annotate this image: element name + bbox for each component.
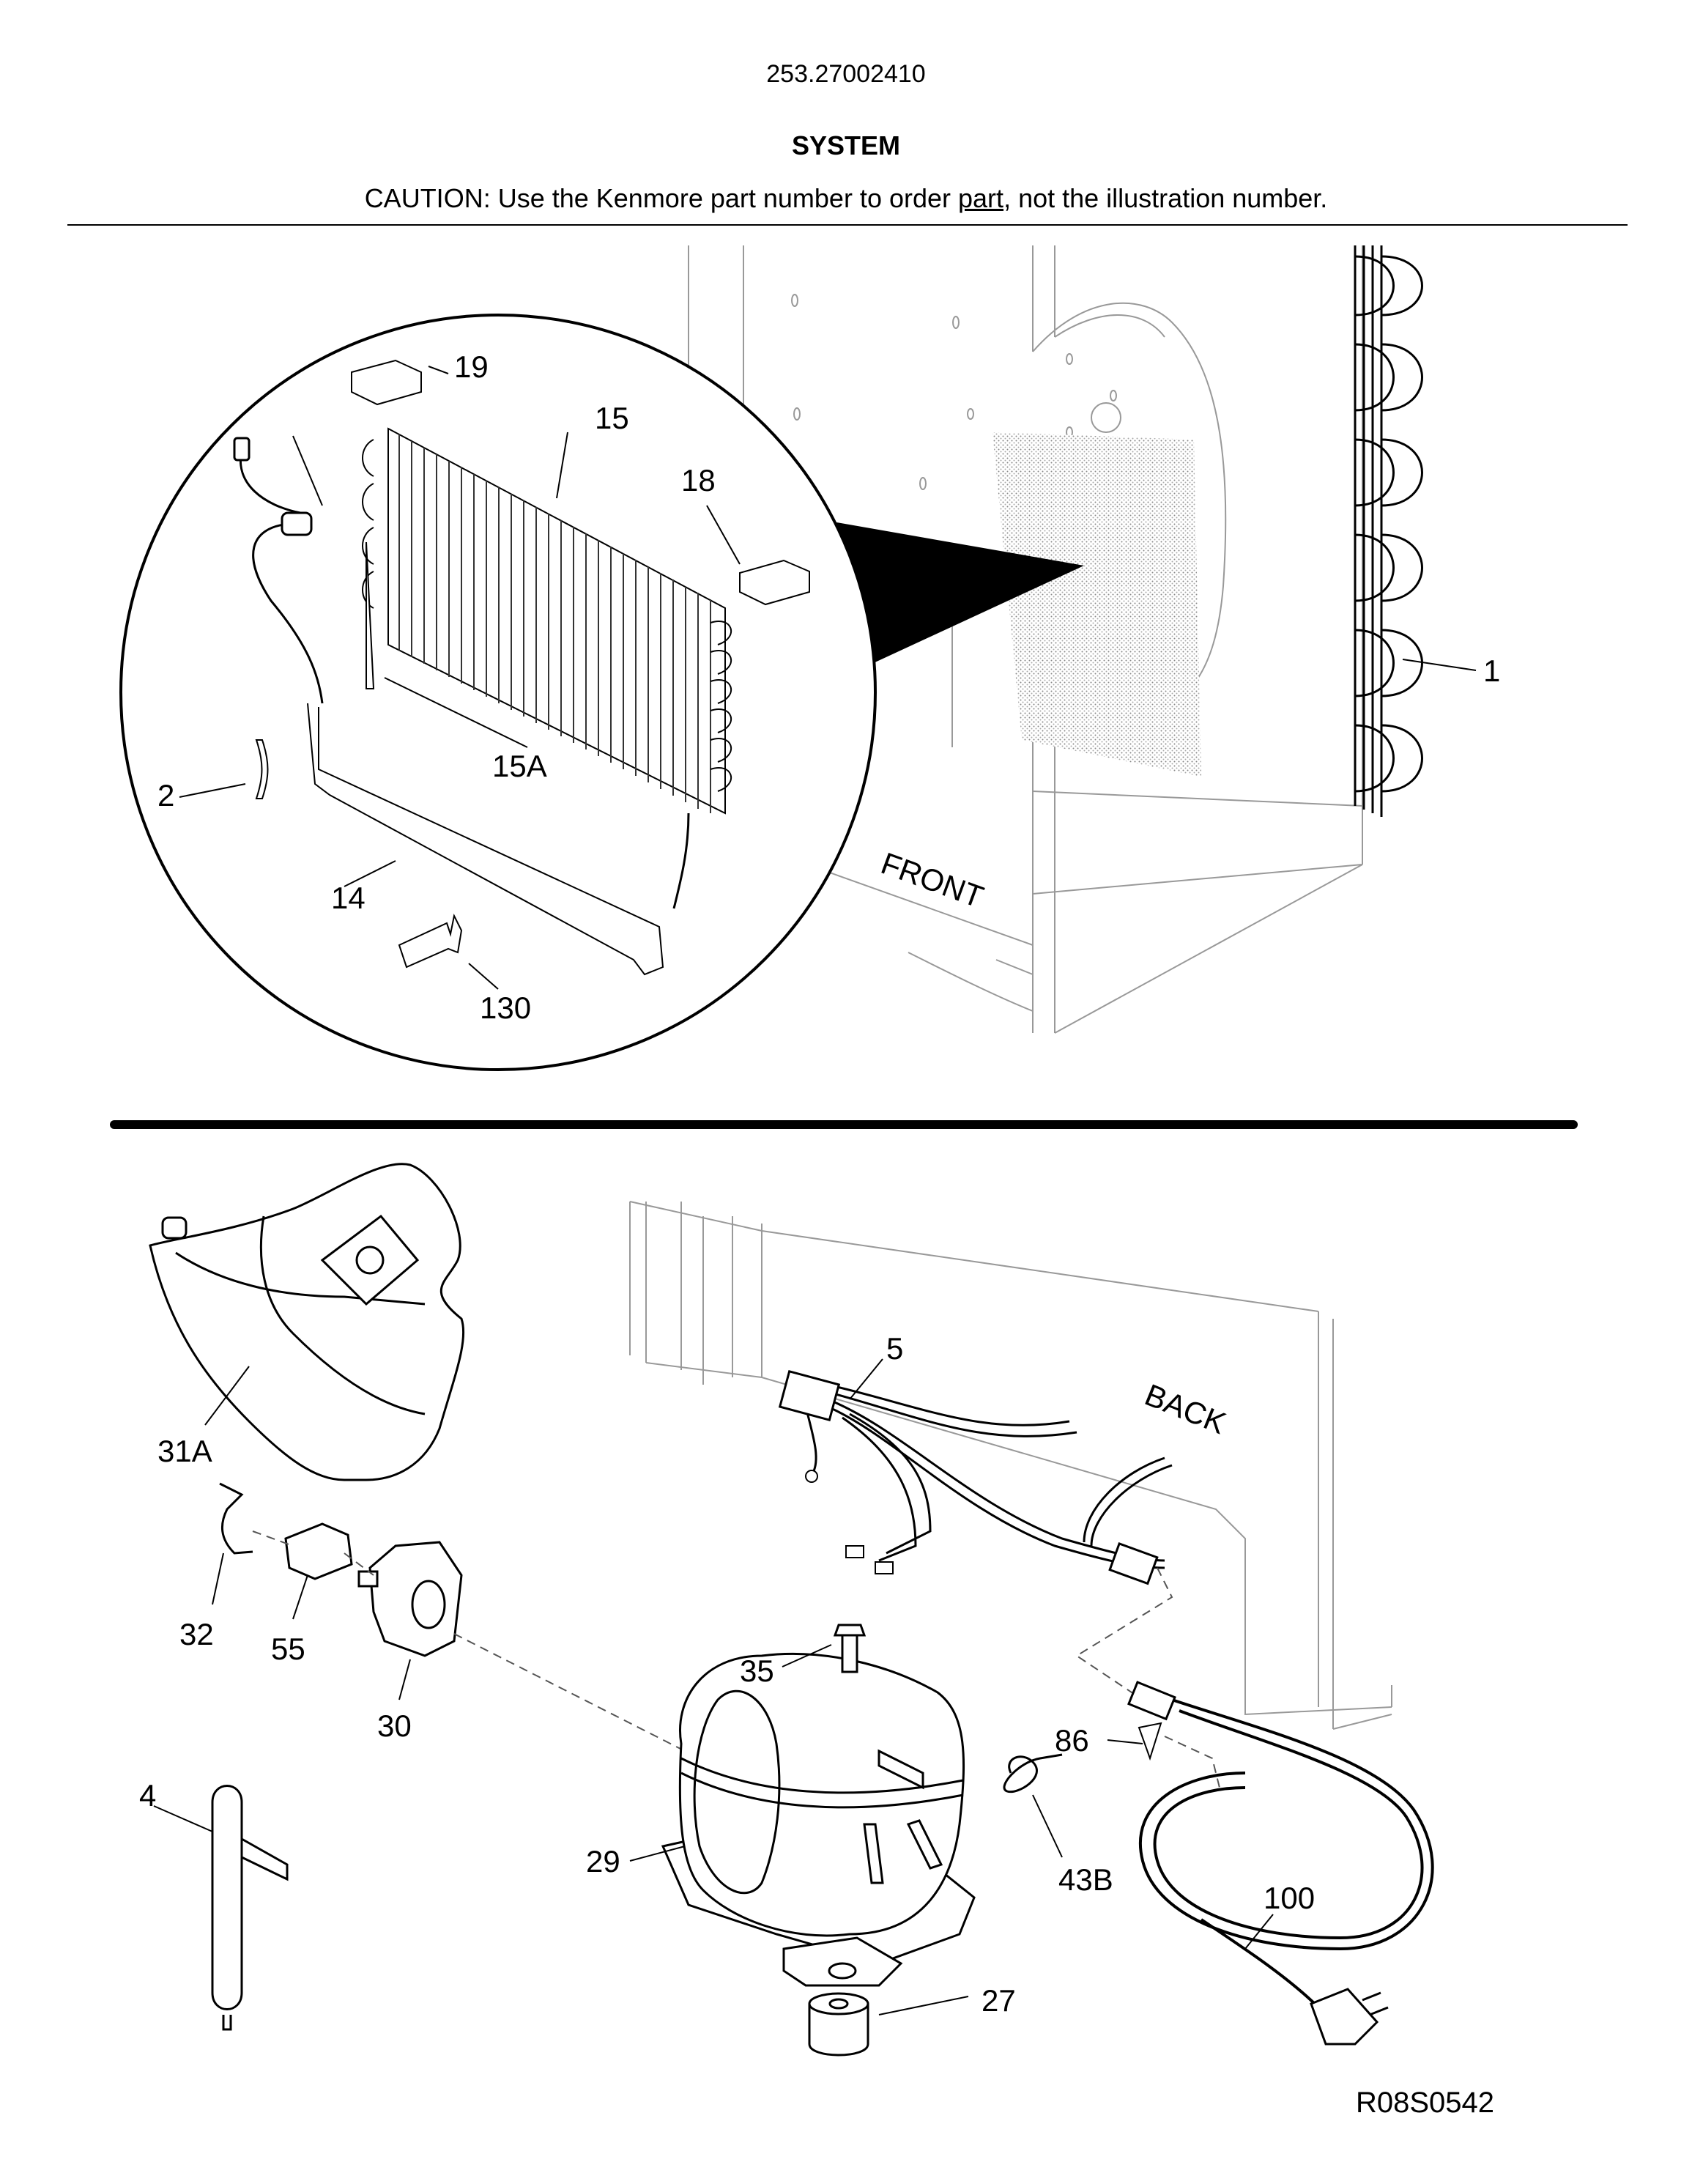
condenser-coil: [1354, 245, 1423, 817]
front-label: FRONT: [877, 845, 988, 914]
harness-ground-ring: [805, 1470, 818, 1483]
callout-100[interactable]: 100: [1264, 1881, 1315, 1915]
start-relay: [284, 1522, 353, 1580]
callout-15a[interactable]: 15A: [492, 749, 547, 783]
section-divider: [110, 1120, 1578, 1129]
evaporator-clip: [255, 739, 269, 799]
wire-harness: [804, 1383, 1173, 1569]
callout-55[interactable]: 55: [271, 1632, 305, 1666]
callout-19[interactable]: 19: [454, 349, 489, 384]
shoulder-screw: [398, 913, 463, 969]
power-plug: [1310, 1988, 1389, 2046]
header-rule: [67, 224, 1628, 226]
wire-clip: [219, 1482, 253, 1555]
callout-30[interactable]: 30: [377, 1709, 412, 1743]
evaporator-assembly: [387, 427, 726, 815]
callout-18[interactable]: 18: [681, 463, 716, 497]
harness-connector-main: [778, 1369, 841, 1422]
callout-43b[interactable]: 43B: [1058, 1862, 1113, 1897]
callout-35[interactable]: 35: [740, 1654, 774, 1688]
callout-32[interactable]: 32: [179, 1617, 214, 1651]
section-title: SYSTEM: [791, 130, 901, 160]
leader-lines-top: [179, 366, 1477, 990]
wire-clamp: [1003, 1753, 1063, 1794]
caution-note: CAUTION: Use the Kenmore part number to …: [0, 183, 1692, 214]
callout-29[interactable]: 29: [586, 1844, 620, 1878]
compressor: [661, 1652, 976, 1987]
harness-terminal-b: [875, 1561, 894, 1574]
heater-element: [366, 541, 375, 689]
evaporator-fins: [398, 434, 711, 813]
back-label: BACK: [1140, 1377, 1231, 1440]
callout-130[interactable]: 130: [480, 991, 531, 1025]
callout-1[interactable]: 1: [1483, 654, 1500, 688]
model-number: 253.27002410: [766, 60, 926, 88]
callout-14[interactable]: 14: [331, 881, 366, 915]
reference-code: R08S0542: [1355, 2087, 1494, 2119]
caution-part-link[interactable]: part: [958, 183, 1004, 213]
ground-screw: [1138, 1722, 1162, 1761]
callout-31a[interactable]: 31A: [157, 1434, 212, 1468]
overload-protector: [357, 1541, 463, 1657]
cord-connector: [1127, 1681, 1176, 1721]
callout-2[interactable]: 2: [157, 778, 174, 812]
callout-15[interactable]: 15: [595, 401, 629, 435]
evaporator-end-coils: [362, 439, 732, 792]
callout-27[interactable]: 27: [982, 1983, 1016, 2018]
leader-lines-bottom: [153, 1358, 1274, 2015]
rubber-grommet: [808, 1992, 869, 2057]
defrost-terminator-lead: [292, 435, 323, 506]
callout-5[interactable]: 5: [886, 1331, 903, 1366]
power-cord: [1138, 1698, 1434, 2009]
drain-pan: [149, 1163, 465, 1481]
harness-terminal-a: [845, 1545, 864, 1558]
caution-prefix: CAUTION: Use the Kenmore part number to …: [364, 183, 959, 213]
defrost-wiring: [240, 450, 690, 909]
cabinet-back: [629, 1201, 1392, 1730]
evaporator-cavity: [992, 432, 1201, 777]
drain-tube: [307, 703, 664, 976]
sensor-connector: [233, 437, 251, 462]
view-pointer: [824, 520, 1084, 674]
foam-block-19: [351, 359, 422, 406]
thermostat-bulb: [281, 511, 313, 536]
harness-connector-end: [1108, 1541, 1159, 1585]
callout-4[interactable]: 4: [139, 1778, 156, 1813]
filter-drier: [211, 1785, 289, 2031]
mounting-bolt: [833, 1624, 867, 1673]
caution-suffix: , not the illustration number.: [1003, 183, 1328, 213]
foam-block-18: [739, 559, 810, 606]
callout-86[interactable]: 86: [1055, 1723, 1089, 1758]
